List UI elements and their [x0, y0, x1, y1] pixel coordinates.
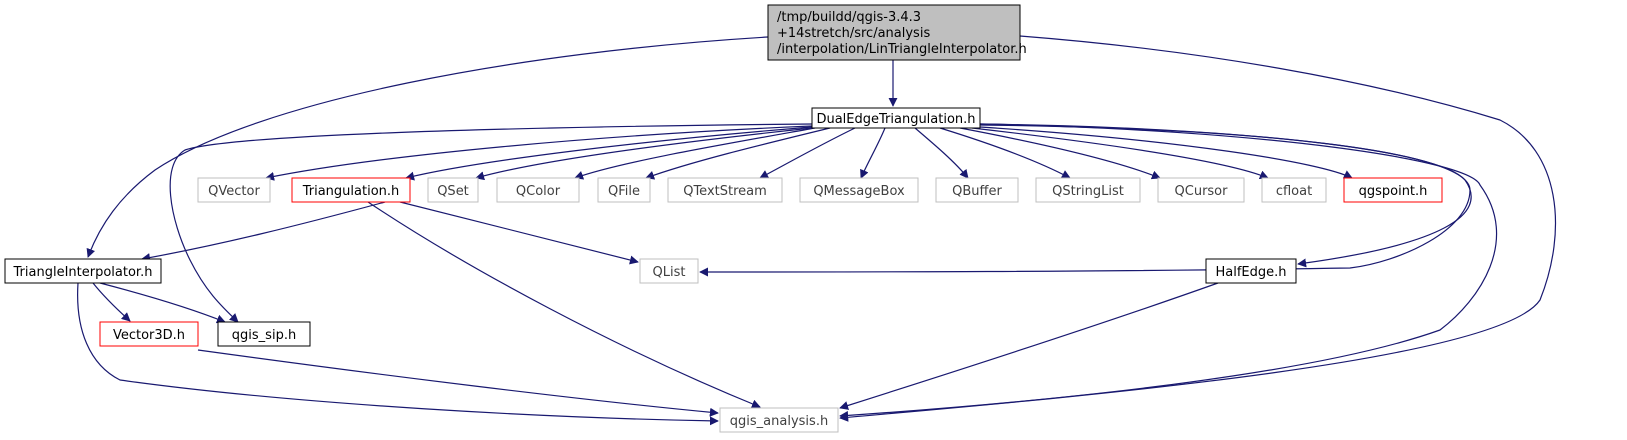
node-triangulation[interactable]: Triangulation.h — [291, 177, 411, 203]
edge-root-to-triinterp — [86, 36, 769, 258]
node-label: Vector3D.h — [113, 328, 185, 343]
edge-dual-to-halfedge — [979, 123, 1472, 268]
node-qvector[interactable]: QVector — [197, 177, 271, 203]
node-box — [1035, 177, 1141, 203]
node-box — [291, 177, 411, 203]
node-label: QMessageBox — [813, 184, 905, 199]
nodes-layer: /tmp/buildd/qgis-3.4.3 +14stretch/src/an… — [4, 4, 1443, 433]
root-path-line-2: +14stretch/src/analysis — [777, 26, 930, 41]
edge-triinterp-to-qgisanalysis — [77, 282, 719, 426]
root-path-line-3: /interpolation/LinTriangleInterpolator.h — [777, 42, 1027, 57]
node-label: QSet — [437, 184, 469, 199]
node-box — [719, 407, 839, 433]
edge-root-to-qgisanalysis — [839, 35, 1557, 422]
edge-dual-to-qset — [475, 127, 813, 181]
node-qcolor[interactable]: QColor — [496, 177, 580, 203]
edge-triangulation-to-qlist — [399, 201, 639, 265]
node-box — [767, 4, 1021, 61]
node-box — [217, 321, 311, 347]
node-label: QStringList — [1052, 184, 1124, 199]
node-label: qgspoint.h — [1359, 184, 1428, 199]
node-box — [496, 177, 580, 203]
node-qcursor[interactable]: QCursor — [1157, 177, 1245, 203]
node-cfloat[interactable]: cfloat — [1261, 177, 1327, 203]
node-box — [935, 177, 1019, 203]
node-qgspoint[interactable]: qgspoint.h — [1343, 177, 1443, 203]
node-box — [99, 321, 199, 347]
node-qgis-sip[interactable]: qgis_sip.h — [217, 321, 311, 347]
edge-dual-to-qgspoint — [979, 126, 1353, 179]
node-qlist[interactable]: QList — [639, 258, 699, 284]
node-triangleinterpolator[interactable]: TriangleInterpolator.h — [4, 258, 162, 284]
edge-vector3d-to-qgisanalysis — [197, 349, 719, 417]
edge-triangulation-to-qgisanalysis — [367, 201, 761, 409]
node-label: qgis_analysis.h — [730, 414, 828, 429]
node-label: cfloat — [1276, 184, 1312, 199]
edge-dual-to-qgisanalysis — [839, 123, 1498, 420]
edges-layer — [77, 35, 1557, 426]
node-label: QList — [653, 265, 686, 280]
node-qmessagebox[interactable]: QMessageBox — [799, 177, 919, 203]
node-box — [1205, 258, 1297, 284]
node-qfile[interactable]: QFile — [597, 177, 651, 203]
edge-dual-to-qvector — [265, 125, 813, 181]
node-dualedgetriangulation[interactable]: DualEdgeTriangulation.h — [811, 107, 981, 129]
node-box — [597, 177, 651, 203]
node-box — [1157, 177, 1245, 203]
edge-dual-to-cfloat — [971, 127, 1269, 180]
edge-triinterp-to-qgissip — [99, 282, 226, 324]
node-label: QFile — [608, 184, 640, 199]
node-box — [639, 258, 699, 284]
node-qgis-analysis[interactable]: qgis_analysis.h — [719, 407, 839, 433]
node-vector3d[interactable]: Vector3D.h — [99, 321, 199, 347]
node-box — [4, 258, 162, 284]
node-box — [1261, 177, 1327, 203]
edge-dual-to-qcolor — [574, 127, 816, 180]
node-label: TriangleInterpolator.h — [13, 265, 153, 280]
node-qstringlist[interactable]: QStringList — [1035, 177, 1141, 203]
edge-dual-to-qbuffer — [914, 127, 969, 179]
edge-triangulation-to-triinterp — [141, 201, 386, 262]
edge-dual-to-qtextstream — [759, 127, 856, 179]
node-qtextstream[interactable]: QTextStream — [667, 177, 783, 203]
node-root-lintriangleinterpolator[interactable]: /tmp/buildd/qgis-3.4.3 +14stretch/src/an… — [767, 4, 1027, 61]
node-label: qgis_sip.h — [232, 328, 296, 343]
node-qbuffer[interactable]: QBuffer — [935, 177, 1019, 203]
node-label: QVector — [208, 184, 260, 199]
node-label: QBuffer — [952, 184, 1002, 199]
node-label: QTextStream — [683, 184, 767, 199]
node-box — [667, 177, 783, 203]
edge-triinterp-to-vector3d — [92, 282, 131, 322]
edge-dual-to-qfile — [645, 127, 831, 180]
root-path-line-1: /tmp/buildd/qgis-3.4.3 — [777, 10, 921, 25]
node-box — [799, 177, 919, 203]
node-label: QColor — [516, 184, 561, 199]
node-label: DualEdgeTriangulation.h — [816, 112, 975, 127]
node-qset[interactable]: QSet — [427, 177, 479, 203]
edge-dual-to-qcursor — [959, 127, 1161, 180]
node-label: Triangulation.h — [302, 184, 400, 199]
edge-dual-to-qmessagebox — [860, 127, 886, 179]
node-box — [427, 177, 479, 203]
node-halfedge[interactable]: HalfEdge.h — [1205, 258, 1297, 284]
node-label: QCursor — [1175, 184, 1229, 199]
edge-halfedge-to-qgisanalysis — [839, 282, 1219, 410]
edge-dual-to-triangulation — [405, 126, 813, 181]
node-box — [811, 107, 981, 129]
node-box — [1343, 177, 1443, 203]
node-box — [197, 177, 271, 203]
edge-dual-to-qgissip — [169, 123, 813, 323]
edge-dual-to-qstringlist — [939, 127, 1071, 179]
node-label: HalfEdge.h — [1215, 265, 1286, 280]
